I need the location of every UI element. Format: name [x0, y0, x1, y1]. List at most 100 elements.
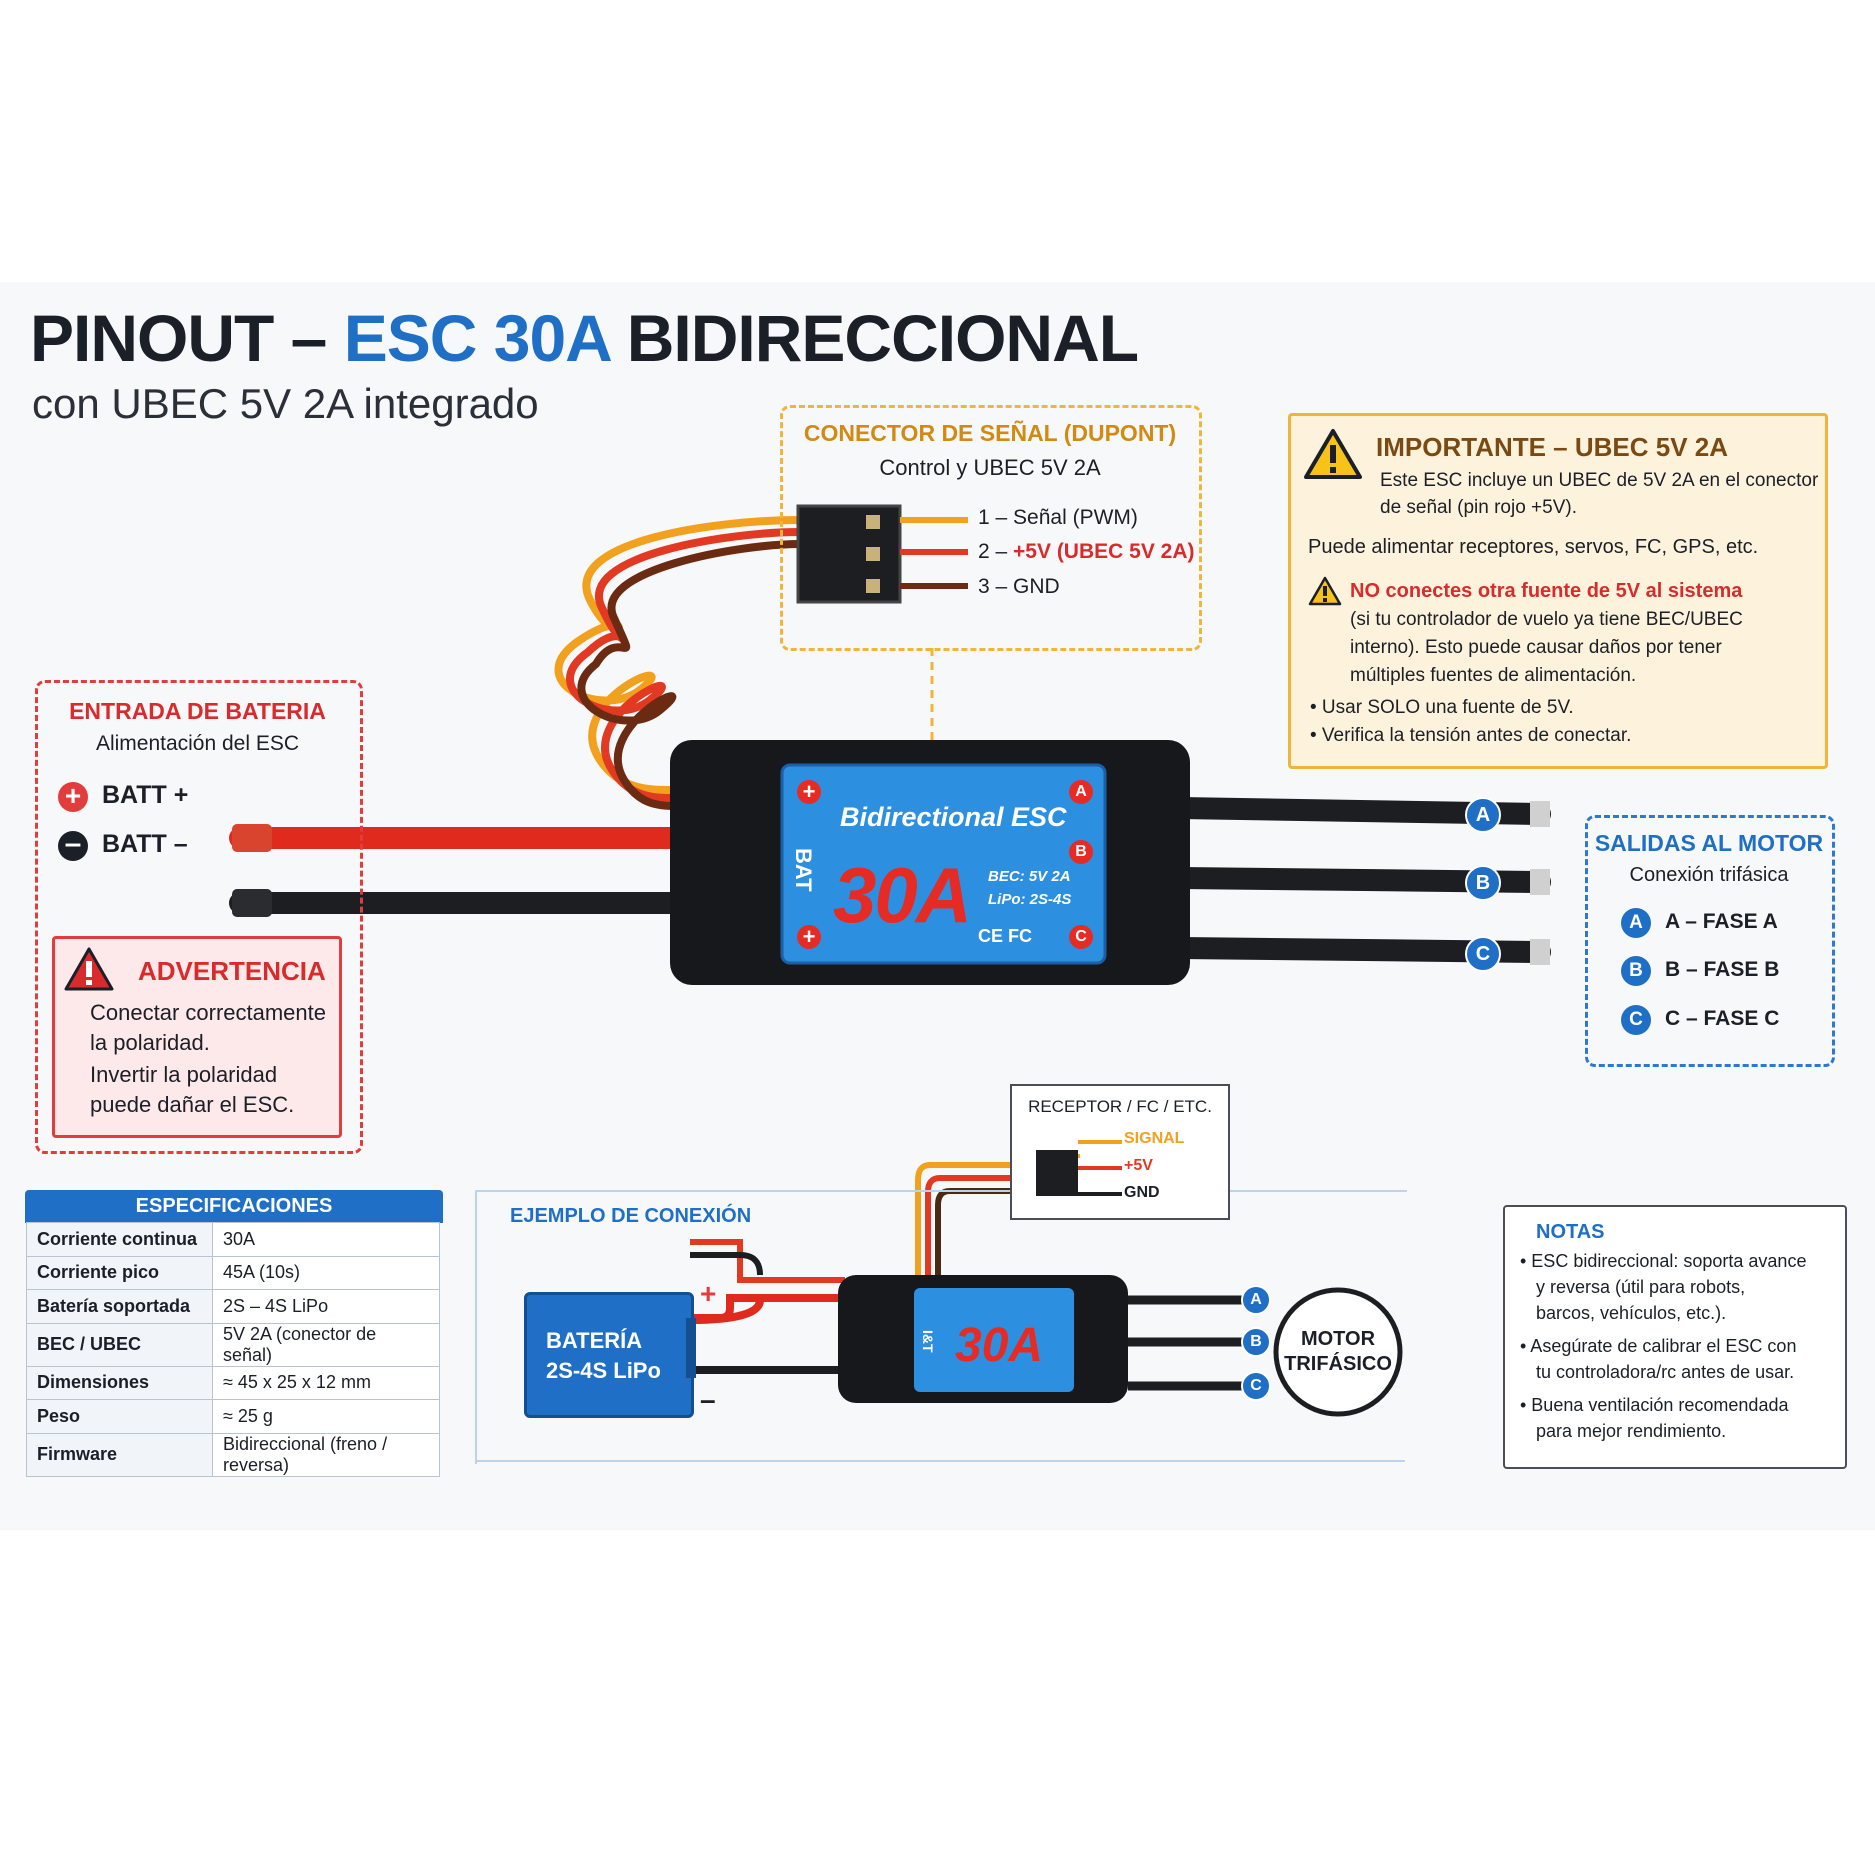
spec-value: 45A (10s) — [212, 1255, 440, 1290]
legend-b-icon: B — [1621, 956, 1651, 986]
signal-connector-heading: CONECTOR DE SEÑAL (DUPONT) — [803, 420, 1177, 446]
note-1a: • ESC bidireccional: soporta avance — [1520, 1251, 1807, 1271]
notes-box — [1503, 1205, 1847, 1469]
receiver-box — [1010, 1084, 1230, 1220]
example-wire-b-badge: B — [1241, 1327, 1271, 1357]
esc-phase-a-badge: A — [1069, 780, 1093, 804]
legend-a-label: A – FASE A — [1665, 910, 1778, 933]
specs-heading: ESPECIFICACIONES — [25, 1190, 443, 1223]
important-line2: de señal (pin rojo +5V). — [1380, 497, 1577, 518]
note-3b: para mejor rendimiento. — [1536, 1421, 1727, 1441]
note-1b: y reversa (útil para robots, — [1536, 1277, 1746, 1297]
spec-value: 2S – 4S LiPo — [212, 1289, 440, 1324]
spec-key: Corriente pico — [26, 1255, 213, 1290]
wire-c-badge: C — [1465, 936, 1501, 972]
esc-label-lipo: LiPo: 2S-4S — [988, 891, 1072, 908]
example-box — [475, 1190, 1407, 1464]
spec-value: 5V 2A (conector de señal) — [212, 1322, 440, 1367]
motor-terminal-a — [1530, 801, 1550, 827]
wire-b-badge: B — [1465, 865, 1501, 901]
warning-heading: ADVERTENCIA — [138, 956, 326, 986]
spec-value: 30A — [212, 1222, 440, 1257]
legend-c-label: C – FASE C — [1665, 1007, 1780, 1030]
ex-esc-label — [914, 1288, 1074, 1392]
important-bullet1: • Usar SOLO una fuente de 5V. — [1310, 697, 1574, 718]
example-wire-c-badge: C — [1241, 1371, 1271, 1401]
spec-key: Corriente continua — [26, 1222, 213, 1257]
example-battery-terminal — [686, 1318, 696, 1378]
important-heading: IMPORTANTE – UBEC 5V 2A — [1376, 432, 1729, 462]
alert-triangle-icon — [64, 947, 114, 991]
spec-key: Dimensiones — [26, 1365, 213, 1400]
battery-input-heading: ENTRADA DE BATERIA — [69, 698, 326, 724]
example-plus: + — [700, 1278, 717, 1309]
esc-phase-b-badge: B — [1069, 840, 1093, 864]
minus-circle-icon: – — [58, 829, 88, 861]
important-bullet2: • Verifica la tensión antes de conectar. — [1310, 725, 1632, 746]
important-warn-l2: interno). Esto puede causar daños por te… — [1350, 637, 1722, 658]
note-2a: • Asegúrate de calibrar el ESC con — [1520, 1336, 1797, 1356]
important-line3: Puede alimentar receptores, servos, FC, … — [1308, 536, 1759, 558]
note-3a: • Buena ventilación recomendada — [1520, 1395, 1789, 1415]
important-line1: Este ESC incluye un UBEC de 5V 2A en el … — [1380, 470, 1819, 491]
motor-outputs-box — [1585, 815, 1835, 1067]
motor-terminal-b — [1530, 869, 1550, 895]
warning-l4: puede dañar el ESC. — [90, 1092, 295, 1117]
dupont-connector — [796, 504, 902, 604]
esc-label-marks: CE FC — [978, 926, 1032, 946]
receiver-pin-wires — [1078, 1140, 1122, 1196]
receiver-pins — [1036, 1150, 1080, 1196]
wire-a-badge: A — [1465, 797, 1501, 833]
esc-label-panel — [780, 763, 1107, 965]
important-warn-heading: NO conectes otra fuente de 5V al sistema — [1350, 580, 1743, 602]
pin-5v-prefix: 2 – — [978, 540, 1014, 563]
title-part-esc: ESC 30A — [343, 301, 611, 375]
signal-connector-subheading: Control y UBEC 5V 2A — [879, 455, 1101, 480]
spec-value: ≈ 25 g — [212, 1399, 440, 1434]
important-warn-l1: (si tu controlador de vuelo ya tiene BEC… — [1350, 609, 1743, 630]
esc-label-rating: 30A — [833, 851, 972, 939]
receiver-gnd: GND — [1124, 1184, 1160, 1201]
example-motor-l2: TRIFÁSICO — [1284, 1353, 1392, 1375]
small-warning-icon — [1308, 576, 1342, 606]
page-subtitle: con UBEC 5V 2A integrado — [32, 380, 539, 427]
ex-battery-plus-wire — [690, 1294, 845, 1322]
warning-l2: la polaridad. — [90, 1030, 210, 1055]
legend-c-icon: C — [1621, 1005, 1651, 1035]
example-esc-rating: 30A — [955, 1319, 1044, 1372]
notes-heading: NOTAS — [1536, 1221, 1605, 1243]
warning-l1: Conectar correctamente — [90, 1000, 326, 1025]
esc-label-title: Bidirectional ESC — [840, 802, 1067, 832]
battery-black-terminal — [232, 889, 272, 917]
ex-motor-wires — [1128, 1295, 1260, 1391]
esc-plus-icon-bottom: + — [797, 925, 821, 949]
batt-minus-label: BATT – — [102, 830, 188, 858]
signal-connector-box — [780, 405, 1202, 651]
ex-signal-wire-y — [915, 1162, 1040, 1290]
motor-outputs-subheading: Conexión trifásica — [1629, 864, 1789, 886]
legend-a-icon: A — [1621, 908, 1651, 938]
note-2b: tu controladora/rc antes de usar. — [1536, 1362, 1795, 1382]
table-row: Peso≈ 25 g — [26, 1399, 440, 1434]
battery-red-terminal — [232, 824, 272, 852]
spec-value: Bidireccional (freno / reversa) — [212, 1432, 440, 1477]
battery-input-box — [35, 680, 363, 1154]
legend-b-label: B – FASE B — [1665, 958, 1780, 981]
example-battery-l1: BATERÍA — [546, 1328, 643, 1353]
spec-key: Firmware — [26, 1432, 213, 1477]
motor-outputs-heading: SALIDAS AL MOTOR — [1594, 830, 1824, 856]
note-1c: barcos, vehículos, etc.). — [1536, 1303, 1727, 1323]
spec-key: BEC / UBEC — [26, 1322, 213, 1367]
esc-label-bat: BAT — [791, 848, 816, 892]
pin-5v-value: +5V (UBEC 5V 2A) — [1013, 540, 1195, 563]
receiver-signal: SIGNAL — [1124, 1130, 1185, 1147]
ex-motor-circle — [1273, 1287, 1403, 1417]
title-part-pinout: PINOUT – — [30, 301, 344, 375]
